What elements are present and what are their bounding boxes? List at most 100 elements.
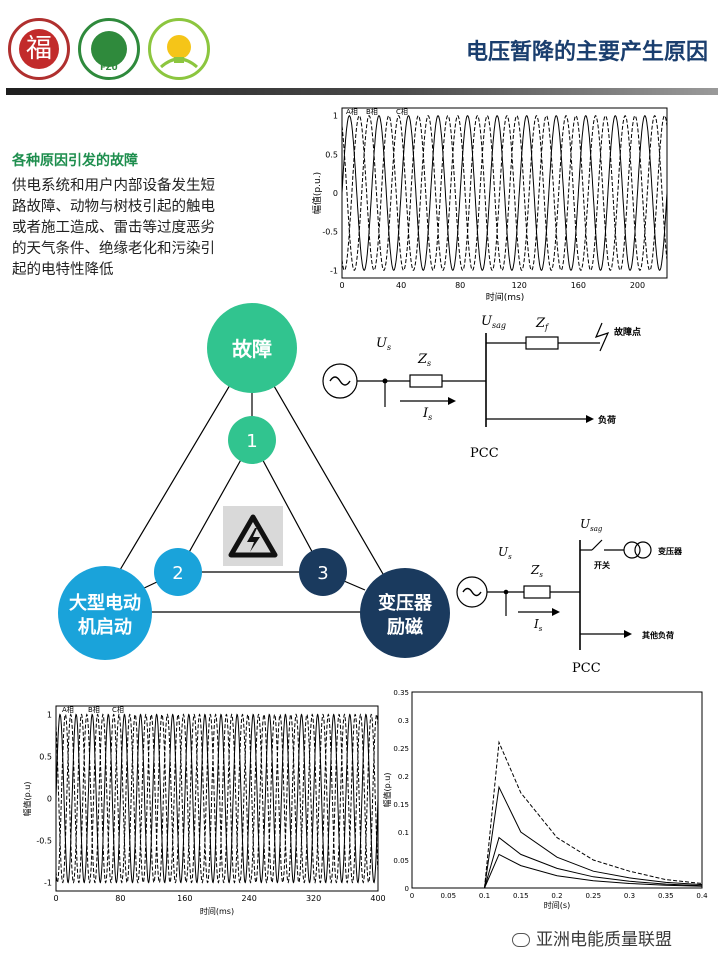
- inrush-series-3: [484, 853, 703, 889]
- number-1-circle: [228, 416, 276, 464]
- wechat-icon: [512, 933, 530, 947]
- wave-series-2: [55, 713, 379, 884]
- chart2-waves: [55, 713, 379, 884]
- transformer-label-1: 变压器: [378, 592, 433, 614]
- is-label-2: Is: [533, 617, 543, 633]
- x-tick-label: 160: [177, 894, 192, 903]
- transformer-circle: [360, 568, 450, 658]
- x-tick-label: 0.1: [479, 892, 490, 900]
- chart3-xlabel: 时间(s): [544, 900, 570, 910]
- motor-label-2: 机启动: [78, 616, 132, 638]
- fault-point-label: 故障点: [614, 326, 641, 338]
- y-tick-label: 1: [333, 112, 338, 121]
- load-arrow-icon: [586, 415, 594, 423]
- chart1-annot-a: A相: [346, 107, 358, 116]
- outer-triangle: [93, 346, 407, 613]
- x-tick-label: 0.2: [551, 892, 562, 900]
- zf-label: Zf: [535, 316, 550, 332]
- x-tick-label: 0.05: [440, 892, 456, 900]
- x-tick-label: 200: [630, 281, 645, 290]
- y-tick-label: 0.2: [398, 773, 409, 781]
- transformer-label-2: 励磁: [387, 616, 423, 638]
- chart1-annot-b: B相: [366, 107, 378, 116]
- load-label: 负荷: [598, 414, 616, 426]
- x-tick-label: 240: [242, 894, 257, 903]
- lightning-icon: [594, 322, 610, 352]
- usag-label-2: Usag: [580, 517, 603, 533]
- current-arrow-icon-2: [552, 608, 560, 616]
- transformer-label: 变压器: [658, 546, 683, 556]
- us-label: Us: [376, 336, 391, 352]
- y-tick-label: -0.5: [322, 228, 338, 237]
- current-arrow-icon: [448, 397, 456, 405]
- watermark: 亚洲电能质量联盟: [512, 925, 672, 950]
- university-logo-2: FZU: [78, 18, 140, 80]
- y-tick-label: 0.05: [393, 857, 409, 865]
- alliance-logo: [148, 18, 210, 80]
- chart1-ylabel: 幅值(p.u.): [311, 172, 323, 214]
- x-tick-label: 400: [370, 894, 385, 903]
- is-label: Is: [422, 406, 432, 422]
- number-1: 1: [246, 431, 257, 452]
- chart1-xlabel: 时间(ms): [486, 291, 524, 303]
- x-tick-label: 80: [455, 281, 465, 290]
- switch-label: 开关: [594, 560, 610, 570]
- y-tick-label: 0.5: [325, 150, 338, 159]
- cause-triangle-diagram: 故障 大型电动 机启动 变压器 励磁 1 2 3: [58, 303, 450, 660]
- x-tick-label: 160: [571, 281, 586, 290]
- chart3-frame: [411, 691, 703, 889]
- usag-label: Usag: [481, 314, 506, 330]
- chart3-ylabel: 幅值(p.u): [382, 773, 392, 808]
- chart2-annot-b: B相: [88, 705, 100, 714]
- pcc-label-2: PCC: [572, 661, 601, 676]
- x-tick-label: 0.15: [513, 892, 529, 900]
- transformer-icon: [623, 541, 641, 559]
- y-tick-label: 0.25: [393, 745, 409, 753]
- y-tick-label: 0: [333, 189, 338, 198]
- wave-series-0: [341, 115, 668, 271]
- inrush-series-1: [484, 785, 703, 889]
- number-2-circle: [154, 548, 202, 596]
- inner-triangle: [176, 438, 325, 573]
- y-tick-label: 0: [405, 885, 409, 893]
- page-title: 电压暂降的主要产生原因: [465, 40, 708, 65]
- switch-icon: [591, 539, 603, 551]
- y-tick-label: 0.3: [398, 717, 409, 725]
- x-tick-label: 0: [410, 892, 414, 900]
- cause-heading: 各种原因引发的故障: [12, 153, 138, 169]
- zs-label: Zs: [417, 352, 431, 368]
- number-2: 2: [172, 563, 183, 584]
- y-tick-label: 0.15: [393, 801, 409, 809]
- chart3-lines: [484, 740, 703, 889]
- y-tick-label: 0.35: [393, 689, 409, 697]
- number-3: 3: [317, 563, 328, 584]
- wave-series-0: [55, 713, 379, 884]
- logo2-text: FZU: [100, 63, 118, 72]
- x-tick-label: 0.4: [696, 892, 708, 900]
- y-tick-label: 0.5: [39, 752, 52, 761]
- chart1-annot-c: C相: [396, 107, 408, 116]
- x-tick-label: 80: [115, 894, 125, 903]
- x-tick-label: 320: [306, 894, 321, 903]
- title-divider: [6, 88, 718, 95]
- cause-description: 供电系统和用户内部设备发生短路故障、动物与树枝引起的触电或者施工造成、雷击等过度…: [12, 178, 215, 278]
- transformer-circuit-diagram: Us Zs Is Usag 开关 变压器 其他负荷 PCC: [456, 517, 683, 676]
- wave-series-2: [341, 115, 668, 271]
- y-tick-label: 1: [47, 710, 52, 719]
- tilde-icon: [329, 376, 351, 386]
- zf-impedance: [525, 336, 559, 350]
- fault-circuit-diagram: Us Zs Is Usag Zf 故障点 负荷 PCC: [322, 314, 641, 461]
- chart2-xlabel: 时间(ms): [200, 906, 234, 916]
- watermark-text: 亚洲电能质量联盟: [536, 930, 672, 950]
- zs-impedance-2: [523, 585, 551, 599]
- y-tick-label: 0.1: [398, 829, 409, 837]
- y-tick-label: -1: [330, 266, 338, 275]
- x-tick-label: 0.3: [624, 892, 635, 900]
- wave-series-1: [341, 115, 668, 271]
- x-tick-label: 0: [53, 894, 58, 903]
